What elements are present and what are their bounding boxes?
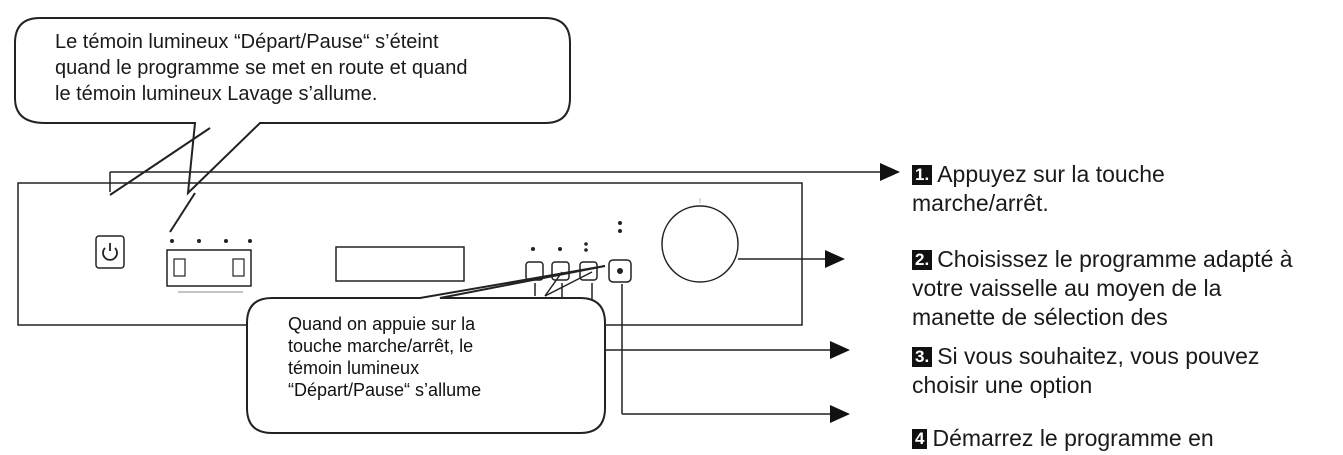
step-number-badge: 2.	[912, 250, 933, 270]
step-1-line: marche/arrêt.	[912, 190, 1049, 216]
dishwasher-control-panel-diagram	[14, 17, 900, 434]
arrow-head	[880, 163, 900, 181]
bottom-pointer-option-1	[544, 271, 563, 297]
step-2-line: manette de sélection des	[912, 304, 1168, 330]
step-number-badge: 1.	[912, 165, 933, 185]
bottom-callout-bubble	[246, 265, 606, 434]
bottom-callout-line: “Départ/Pause“ s’allume	[288, 380, 482, 400]
top-callout-bubble	[14, 17, 571, 196]
indicator-lights	[170, 239, 252, 243]
top-callout-line: le témoin lumineux Lavage s’allume.	[55, 83, 378, 105]
step-text: Choisissez le programme adapté à	[937, 246, 1293, 272]
option-indicator-marks	[531, 221, 622, 252]
top-callout-line: quand le programme se met en route et qu…	[55, 57, 468, 79]
power-button	[95, 235, 125, 269]
arrow-head	[830, 405, 850, 423]
arrow-head	[830, 341, 850, 359]
bottom-callout-line: touche marche/arrêt, le	[288, 336, 474, 356]
arrow-head	[825, 250, 845, 268]
start-pause-light	[617, 268, 623, 274]
step-text: Si vous souhaitez, vous pouvez	[937, 343, 1260, 369]
callout-pointer-power	[109, 127, 211, 196]
step-2-line: 2.Choisissez le programme adapté à	[912, 243, 1293, 276]
top-callout-line: Le témoin lumineux “Départ/Pause“ s’étei…	[55, 31, 439, 53]
bottom-callout-line: Quand on appuie sur la	[288, 314, 476, 334]
delay-display	[166, 249, 252, 287]
delay-minus-button	[173, 258, 186, 277]
step-number-badge: 3.	[912, 347, 933, 367]
dial-knob	[661, 205, 739, 283]
option-button-2	[551, 261, 570, 281]
step-text: Démarrez le programme en	[932, 425, 1214, 451]
bottom-pointer-option-2	[544, 271, 593, 297]
step-1-line: 1.Appuyez sur la touche	[912, 158, 1165, 191]
callout-pointer-panel	[169, 192, 196, 233]
bottom-callout-line: témoin lumineux	[288, 358, 420, 378]
power-icon	[102, 243, 118, 261]
step-number-badge: 4	[912, 429, 928, 449]
step-3-line: choisir une option	[912, 372, 1093, 398]
step-3-line: 3.Si vous souhaitez, vous pouvez	[912, 340, 1259, 373]
delay-plus-button	[232, 258, 245, 277]
main-display	[335, 246, 465, 282]
step-2-line: votre vaisselle au moyen de la	[912, 275, 1222, 301]
step-text: Appuyez sur la touche	[937, 161, 1165, 187]
